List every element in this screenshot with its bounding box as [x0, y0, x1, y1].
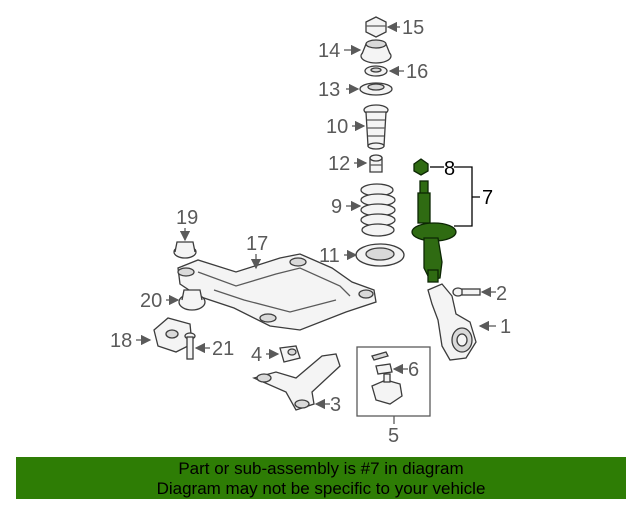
callout-19[interactable]: 19	[176, 207, 198, 229]
callout-20[interactable]: 20	[140, 290, 162, 312]
callout-3[interactable]: 3	[330, 394, 341, 416]
part-12-bump-stop[interactable]	[369, 154, 383, 173]
info-banner: Part or sub-assembly is #7 in diagram Di…	[16, 457, 626, 499]
part-17-crossmember[interactable]	[177, 253, 377, 331]
part-15-nut[interactable]	[365, 16, 387, 38]
part-21-bolt[interactable]	[184, 332, 196, 360]
callout-17[interactable]: 17	[246, 233, 268, 255]
part-4-bushing[interactable]	[279, 345, 301, 363]
callout-8[interactable]: 8	[444, 158, 455, 180]
callout-5[interactable]: 5	[388, 425, 399, 447]
part-16-bearing[interactable]	[364, 65, 388, 77]
callout-6[interactable]: 6	[408, 359, 419, 381]
callout-9[interactable]: 9	[331, 196, 342, 218]
callout-11[interactable]: 11	[319, 245, 340, 267]
part-6-ball-joint[interactable]	[371, 351, 403, 405]
part-1-steering-knuckle[interactable]	[427, 283, 477, 361]
part-13-spring-seat[interactable]	[359, 82, 393, 96]
callout-21[interactable]: 21	[212, 338, 234, 360]
part-10-dust-boot[interactable]	[363, 104, 389, 150]
part-11-insulator[interactable]	[355, 243, 405, 267]
callout-14[interactable]: 14	[318, 40, 340, 62]
callout-16[interactable]: 16	[406, 61, 428, 83]
callout-1[interactable]: 1	[500, 316, 511, 338]
banner-line-2: Diagram may not be specific to your vehi…	[156, 479, 486, 498]
banner-line-1: Part or sub-assembly is #7 in diagram	[178, 459, 464, 478]
callout-15[interactable]: 15	[402, 17, 424, 39]
part-3-lower-control-arm[interactable]	[252, 353, 341, 411]
part-2-bolt[interactable]	[452, 287, 481, 297]
bracket-7	[454, 166, 480, 227]
callout-2[interactable]: 2	[496, 283, 507, 305]
callout-18[interactable]: 18	[110, 330, 132, 352]
callout-13[interactable]: 13	[318, 79, 340, 101]
part-18-bracket[interactable]	[153, 317, 193, 353]
part-14-strut-mount[interactable]	[360, 39, 392, 64]
part-9-coil-spring[interactable]	[360, 183, 396, 237]
part-19-bushing[interactable]	[173, 241, 197, 259]
callout-7[interactable]: 7	[482, 187, 493, 209]
part-7-strut-assembly[interactable]	[411, 180, 457, 283]
part-8-strut-nut[interactable]	[413, 158, 429, 176]
part-20-bushing[interactable]	[178, 289, 206, 311]
parts-diagram: 15 14 16 13 10 12	[110, 16, 511, 447]
callout-4[interactable]: 4	[251, 344, 262, 366]
callout-12[interactable]: 12	[328, 153, 350, 175]
callout-10[interactable]: 10	[326, 116, 348, 138]
